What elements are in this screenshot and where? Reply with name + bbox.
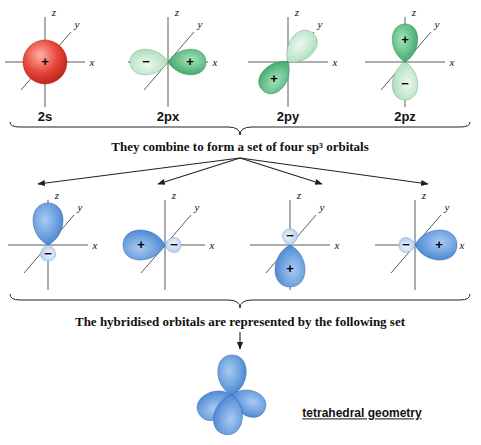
px-orbital xyxy=(128,17,208,107)
axis-label: y xyxy=(318,18,323,30)
axis-label: z xyxy=(175,6,179,18)
axis-label: z xyxy=(172,189,176,201)
tetrahedral-orbitals xyxy=(192,355,270,437)
grouping-brace xyxy=(10,122,470,135)
sign: − xyxy=(44,247,52,261)
axis-label: y xyxy=(445,201,450,213)
caption-text: The hybridised orbitals are represented … xyxy=(75,315,405,329)
sign: − xyxy=(286,229,294,243)
axis-label: y xyxy=(75,18,80,30)
sp3-orbital xyxy=(8,200,88,290)
axis-label: z xyxy=(422,189,426,201)
axis-label: z xyxy=(297,189,301,201)
sign: + xyxy=(270,72,278,86)
pz-orbital xyxy=(365,17,445,107)
sign: + xyxy=(186,55,194,69)
orbital-name: 2py xyxy=(277,110,299,124)
axis-label: x xyxy=(333,56,338,68)
sign: + xyxy=(435,238,443,252)
sign: + xyxy=(401,33,409,47)
sign: − xyxy=(401,77,409,91)
orbital-name: 2pz xyxy=(394,110,416,124)
axis-label: x xyxy=(213,56,218,68)
axis-label: x xyxy=(210,239,215,251)
axis-label: y xyxy=(195,201,200,213)
axis-label: y xyxy=(198,18,203,30)
axis-label: y xyxy=(78,201,83,213)
orbital-name: 2px xyxy=(157,110,179,124)
orbital-name: 2s xyxy=(38,110,52,124)
axis-label: x xyxy=(90,56,95,68)
axis-label: y xyxy=(320,201,325,213)
sign: + xyxy=(286,262,294,276)
sp3-orbital xyxy=(250,200,330,290)
caption-text: They combine to form a set of four sp³ o… xyxy=(111,140,369,154)
sp3-orbital xyxy=(123,200,205,290)
sign: − xyxy=(402,238,410,252)
axis-label: x xyxy=(335,239,340,251)
sign: + xyxy=(41,55,49,69)
axis-label: z xyxy=(412,6,416,18)
axis-label: z xyxy=(295,6,299,18)
grouping-brace xyxy=(10,294,470,308)
axis-label: y xyxy=(435,18,440,30)
axis-label: x xyxy=(450,56,455,68)
axis-label: x xyxy=(93,239,98,251)
axis-label: x xyxy=(460,239,465,251)
axis-label: z xyxy=(52,6,56,18)
sign: − xyxy=(142,55,150,69)
down-arrow xyxy=(239,332,240,349)
axis-label: z xyxy=(55,189,59,201)
s-orbital xyxy=(5,17,85,107)
fan-arrows xyxy=(38,158,428,184)
sign: − xyxy=(170,238,178,252)
sign: + xyxy=(137,238,145,252)
py-orbital xyxy=(248,17,328,107)
geometry-label: tetrahedral geometry xyxy=(302,407,421,420)
sp3-orbital xyxy=(375,200,457,290)
